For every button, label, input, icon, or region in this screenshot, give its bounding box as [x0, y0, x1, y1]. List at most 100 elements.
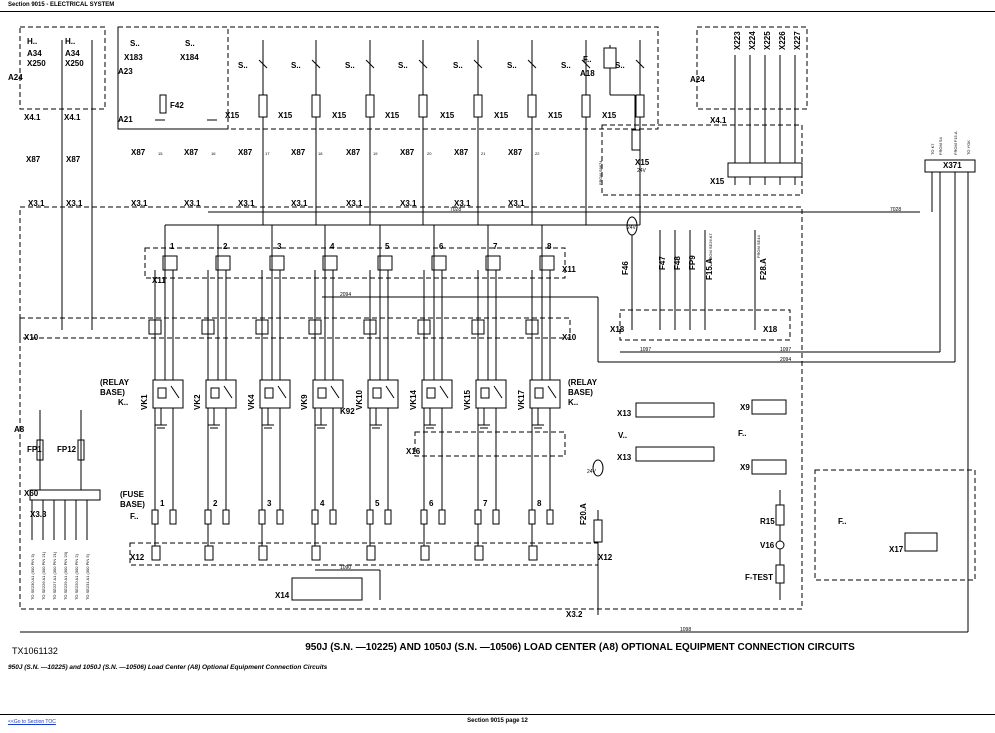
fuse-a-6 — [420, 509, 428, 525]
fuse-a-5 — [366, 509, 374, 525]
a18-relay — [603, 47, 617, 69]
label-x87-pin-4: 18 — [318, 151, 323, 156]
x15-connector-6 — [527, 94, 537, 118]
label-x15-right: X15 — [710, 177, 725, 186]
label-x15-1: X15 — [225, 111, 240, 120]
toc-link[interactable]: <<Go to Section TOC — [8, 719, 56, 725]
x15-right-boundary — [601, 124, 803, 196]
label-a18: A18 — [580, 69, 595, 78]
label-from-se26: FROM SE26.K7 — [708, 233, 713, 262]
x15-24v-connector — [631, 129, 641, 151]
switch-contact-2 — [311, 59, 321, 69]
relay-contact-3 — [277, 385, 287, 399]
channel-number-top-1: 1 — [170, 242, 175, 251]
relay-coil-4 — [317, 387, 327, 399]
switch-contact-5 — [473, 59, 483, 69]
x12-pin-7 — [474, 545, 484, 561]
label-wire-1097: 1097 — [640, 347, 651, 353]
label-switch-2: S.. — [291, 61, 301, 70]
x14-connector — [291, 577, 363, 601]
label-fp1: FP1 — [27, 445, 42, 454]
label-x31-ch7: X3.1 — [454, 199, 471, 208]
label-a21: A21 — [118, 115, 133, 124]
fuse-b-1 — [169, 509, 177, 525]
label-x184: X184 — [180, 53, 199, 62]
x12-boundary — [129, 542, 599, 566]
a23-boundary — [117, 26, 229, 130]
label-x33: X3.3 — [30, 510, 47, 519]
x60-note-1: TO SE230 A1 (300 PIN 3) — [30, 553, 35, 600]
label-x226: X226 — [778, 31, 787, 50]
label-x11-right: X11 — [562, 265, 576, 274]
label-x10-right: X10 — [562, 333, 577, 342]
label-x15-7: X15 — [548, 111, 563, 120]
channel-number-top-6: 6 — [439, 242, 444, 251]
x11-boundary — [144, 247, 566, 279]
label-v: V.. — [618, 431, 627, 440]
label-x15-6: X15 — [494, 111, 509, 120]
fuse-a-3 — [258, 509, 266, 525]
label-from-s8674: FROM S8674 — [598, 160, 603, 185]
relay-coil-5 — [372, 387, 382, 399]
label-x9-top: X9 — [740, 403, 750, 412]
channel-number-fuse-3: 3 — [267, 499, 272, 508]
x60-note-6: TO SE231 A1 (300 PIN 5) — [85, 553, 90, 600]
label-k-left: K.. — [118, 398, 128, 407]
relay-coil-8 — [534, 387, 544, 399]
label-f20a-24v: 24V — [587, 469, 597, 475]
channel-number-top-8: 8 — [547, 242, 552, 251]
label-from-s4: FROM S4 — [938, 136, 943, 155]
label-switch-8: S.. — [615, 61, 625, 70]
f20a-24v-source — [592, 459, 604, 477]
label-x41-1: X4.1 — [24, 113, 41, 122]
x12-pin-4 — [311, 545, 321, 561]
r15-resistor — [775, 504, 785, 526]
x9-top — [751, 399, 787, 415]
label-relay-8: VK17 — [517, 389, 526, 410]
label-wire-2094-right: 2094 — [780, 357, 791, 363]
switch-contact-6 — [527, 59, 537, 69]
x11-pin-8 — [539, 255, 555, 271]
label-x15-3: X15 — [332, 111, 347, 120]
label-x15-5: X15 — [440, 111, 455, 120]
label-x87-pin-1: 15 — [158, 151, 163, 156]
x10-boundary — [19, 317, 571, 339]
x16-boundary — [414, 431, 566, 457]
label-wire-2094: 2094 — [340, 292, 351, 298]
wiring-diagram: H.. A34 X250 H.. A34 X250 A24 A23 A21 F4… — [8, 26, 976, 633]
label-h-2: H.. — [65, 37, 75, 46]
label-wire-1098: 1098 — [680, 627, 691, 633]
x60-connector — [29, 489, 101, 501]
label-x87-pin-5: 19 — [373, 151, 378, 156]
x11-pin-7 — [485, 255, 501, 271]
label-h: H.. — [27, 37, 37, 46]
x11-pin-2 — [215, 255, 231, 271]
x60-note-3: TO SE227 A1 (300 PIN 21) — [52, 551, 57, 600]
label-x18-right: X18 — [763, 325, 778, 334]
label-s-2: S.. — [185, 39, 195, 48]
label-x31-ch8: X3.1 — [508, 199, 525, 208]
fuse-a-1 — [151, 509, 159, 525]
x15-connector-4 — [418, 94, 428, 118]
label-x371: X371 — [943, 161, 962, 170]
f20a-fuse — [593, 519, 603, 543]
x13-bottom — [635, 446, 715, 462]
label-x31-ch1: X3.1 — [131, 199, 148, 208]
x12-pin-2 — [204, 545, 214, 561]
switch-contact-3 — [365, 59, 375, 69]
x15-connector-2 — [311, 94, 321, 118]
label-x227: X227 — [793, 31, 802, 50]
label-x31-ch3: X3.1 — [238, 199, 255, 208]
x9-bottom — [751, 459, 787, 475]
channel-number-fuse-7: 7 — [483, 499, 488, 508]
relay-coil-6 — [426, 387, 436, 399]
channel-number-top-3: 3 — [277, 242, 282, 251]
x60-note-2: TO SE226 A1 (300 PIN 21) — [41, 551, 46, 600]
channel-number-fuse-4: 4 — [320, 499, 325, 508]
switch-contact-4 — [418, 59, 428, 69]
label-x87-ch6: X87 — [400, 148, 415, 157]
label-switch-4: S.. — [398, 61, 408, 70]
fuse-b-6 — [438, 509, 446, 525]
diagram-caption: 950J (S.N. —10225) and 1050J (S.N. —1050… — [8, 664, 328, 671]
label-x9-bottom: X9 — [740, 463, 750, 472]
